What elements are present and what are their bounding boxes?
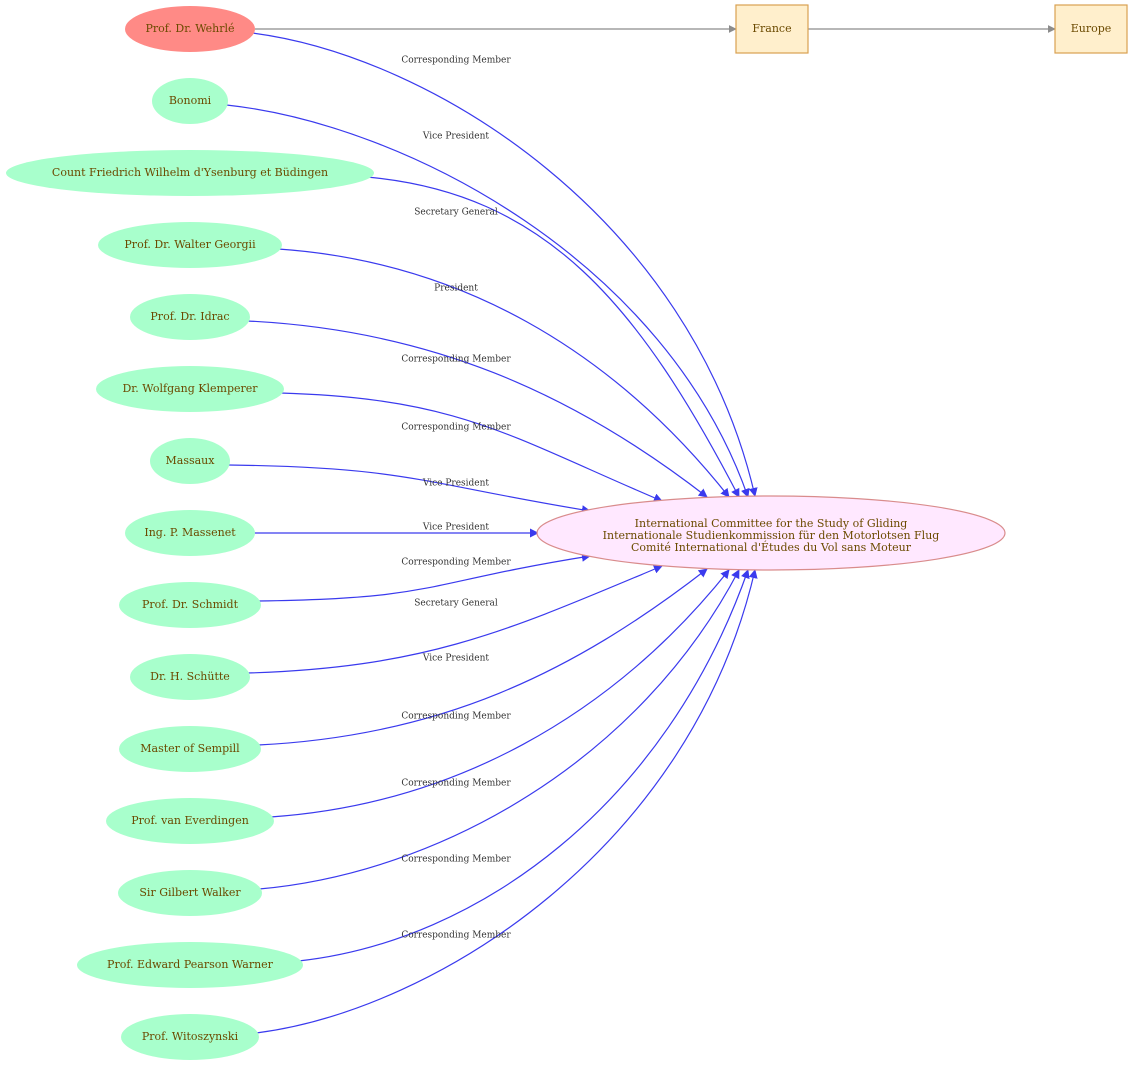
person-label-wehrle: Prof. Dr. Wehrlé (145, 22, 234, 35)
role-label-witoszynski: Corresponding Member (401, 931, 511, 941)
person-label-klemperer: Dr. Wolfgang Klemperer (122, 382, 258, 395)
person-ellipse-georgii (98, 222, 282, 268)
person-label-walker: Sir Gilbert Walker (139, 886, 241, 899)
committee-name-line-2: Internationale Studienkommission für den… (603, 529, 940, 542)
role-label-idrac: Corresponding Member (401, 355, 511, 365)
committee-name-line-3: Comité International d'Études du Vol san… (631, 540, 912, 554)
person-ellipse-everdingen (106, 798, 274, 844)
role-label-walker: Corresponding Member (401, 779, 511, 789)
role-label-massaux: Vice President (422, 479, 490, 489)
person-node-klemperer[interactable]: Dr. Wolfgang Klemperer (96, 366, 284, 412)
role-label-everdingen: Corresponding Member (401, 712, 511, 722)
place-box-france (735, 4, 809, 54)
person-ellipse-witoszynski (121, 1014, 259, 1060)
person-node-bonomi[interactable]: Bonomi (152, 78, 228, 124)
person-label-witoszynski: Prof. Witoszynski (142, 1030, 239, 1043)
committee-node[interactable]: International Committee for the Study of… (536, 495, 1006, 571)
person-ellipse-wehrle (125, 6, 255, 52)
person-label-massaux: Massaux (166, 454, 216, 467)
person-ellipse-bonomi (152, 78, 228, 124)
membership-edge-schmidt (258, 552, 591, 602)
membership-edge-schutte (247, 564, 663, 674)
edges-layer (226, 25, 1056, 1034)
person-node-everdingen[interactable]: Prof. van Everdingen (106, 798, 274, 844)
person-node-georgii[interactable]: Prof. Dr. Walter Georgii (98, 222, 282, 268)
membership-edge-witoszynski (256, 569, 758, 1034)
person-node-idrac[interactable]: Prof. Dr. Idrac (130, 294, 250, 340)
place-label-europe: Europe (1071, 22, 1112, 35)
membership-edge-warner (298, 569, 750, 962)
person-ellipse-idrac (130, 294, 250, 340)
role-label-georgii: President (434, 284, 478, 294)
place-label-france: France (752, 22, 791, 35)
role-label-wehrle: Corresponding Member (401, 56, 511, 66)
membership-edge-walker (259, 569, 740, 890)
person-ellipse-ysenburg (6, 150, 374, 196)
person-ellipse-schutte (130, 654, 250, 700)
person-label-warner: Prof. Edward Pearson Warner (107, 958, 274, 971)
committee-name-line-1: International Committee for the Study of… (635, 517, 908, 530)
person-label-bonomi: Bonomi (169, 94, 212, 107)
membership-edge-everdingen (270, 569, 730, 818)
membership-edge-bonomi (226, 104, 750, 498)
membership-edge-georgii (278, 248, 730, 498)
place-node-europe[interactable]: Europe (1054, 4, 1128, 54)
person-node-schutte[interactable]: Dr. H. Schütte (130, 654, 250, 700)
membership-edge-klemperer (280, 392, 663, 502)
person-ellipse-klemperer (96, 366, 284, 412)
role-label-warner: Corresponding Member (401, 855, 511, 865)
person-label-georgii: Prof. Dr. Walter Georgii (124, 238, 256, 251)
place-node-france[interactable]: France (735, 4, 809, 54)
role-label-bonomi: Vice President (422, 132, 490, 142)
person-label-massenet: Ing. P. Massenet (144, 526, 236, 539)
person-label-ysenburg: Count Friedrich Wilhelm d'Ysenburg et Bü… (52, 166, 328, 179)
person-label-schutte: Dr. H. Schütte (150, 670, 230, 683)
person-node-schmidt[interactable]: Prof. Dr. Schmidt (119, 582, 261, 628)
membership-edge-idrac (247, 320, 708, 498)
role-label-klemperer: Corresponding Member (401, 423, 511, 433)
membership-edge-ysenburg (366, 176, 740, 498)
role-label-sempill: Vice President (422, 654, 490, 664)
person-ellipse-sempill (119, 726, 261, 772)
person-node-sempill[interactable]: Master of Sempill (119, 726, 261, 772)
role-label-schmidt: Corresponding Member (401, 558, 511, 568)
person-node-ysenburg[interactable]: Count Friedrich Wilhelm d'Ysenburg et Bü… (6, 150, 374, 196)
person-label-idrac: Prof. Dr. Idrac (150, 310, 229, 323)
person-node-witoszynski[interactable]: Prof. Witoszynski (121, 1014, 259, 1060)
membership-edge-sempill (258, 568, 708, 746)
role-label-schutte: Secretary General (414, 599, 498, 609)
person-ellipse-schmidt (119, 582, 261, 628)
person-label-schmidt: Prof. Dr. Schmidt (142, 598, 239, 611)
place-box-europe (1054, 4, 1128, 54)
nodes-layer: International Committee for the Study of… (6, 4, 1128, 1060)
membership-edge-massaux (228, 464, 591, 515)
person-node-massenet[interactable]: Ing. P. Massenet (125, 510, 255, 556)
person-node-warner[interactable]: Prof. Edward Pearson Warner (77, 942, 303, 988)
membership-edge-wehrle (252, 32, 758, 497)
person-ellipse-massenet (125, 510, 255, 556)
role-label-ysenburg: Secretary General (414, 208, 498, 218)
person-node-massaux[interactable]: Massaux (150, 438, 230, 484)
committee-ellipse (536, 495, 1006, 571)
person-label-sempill: Master of Sempill (140, 742, 240, 755)
person-label-everdingen: Prof. van Everdingen (131, 814, 249, 827)
person-ellipse-walker (118, 870, 262, 916)
role-label-massenet: Vice President (422, 523, 490, 533)
person-ellipse-warner (77, 942, 303, 988)
person-ellipse-massaux (150, 438, 230, 484)
person-node-walker[interactable]: Sir Gilbert Walker (118, 870, 262, 916)
person-node-wehrle[interactable]: Prof. Dr. Wehrlé (125, 6, 255, 52)
